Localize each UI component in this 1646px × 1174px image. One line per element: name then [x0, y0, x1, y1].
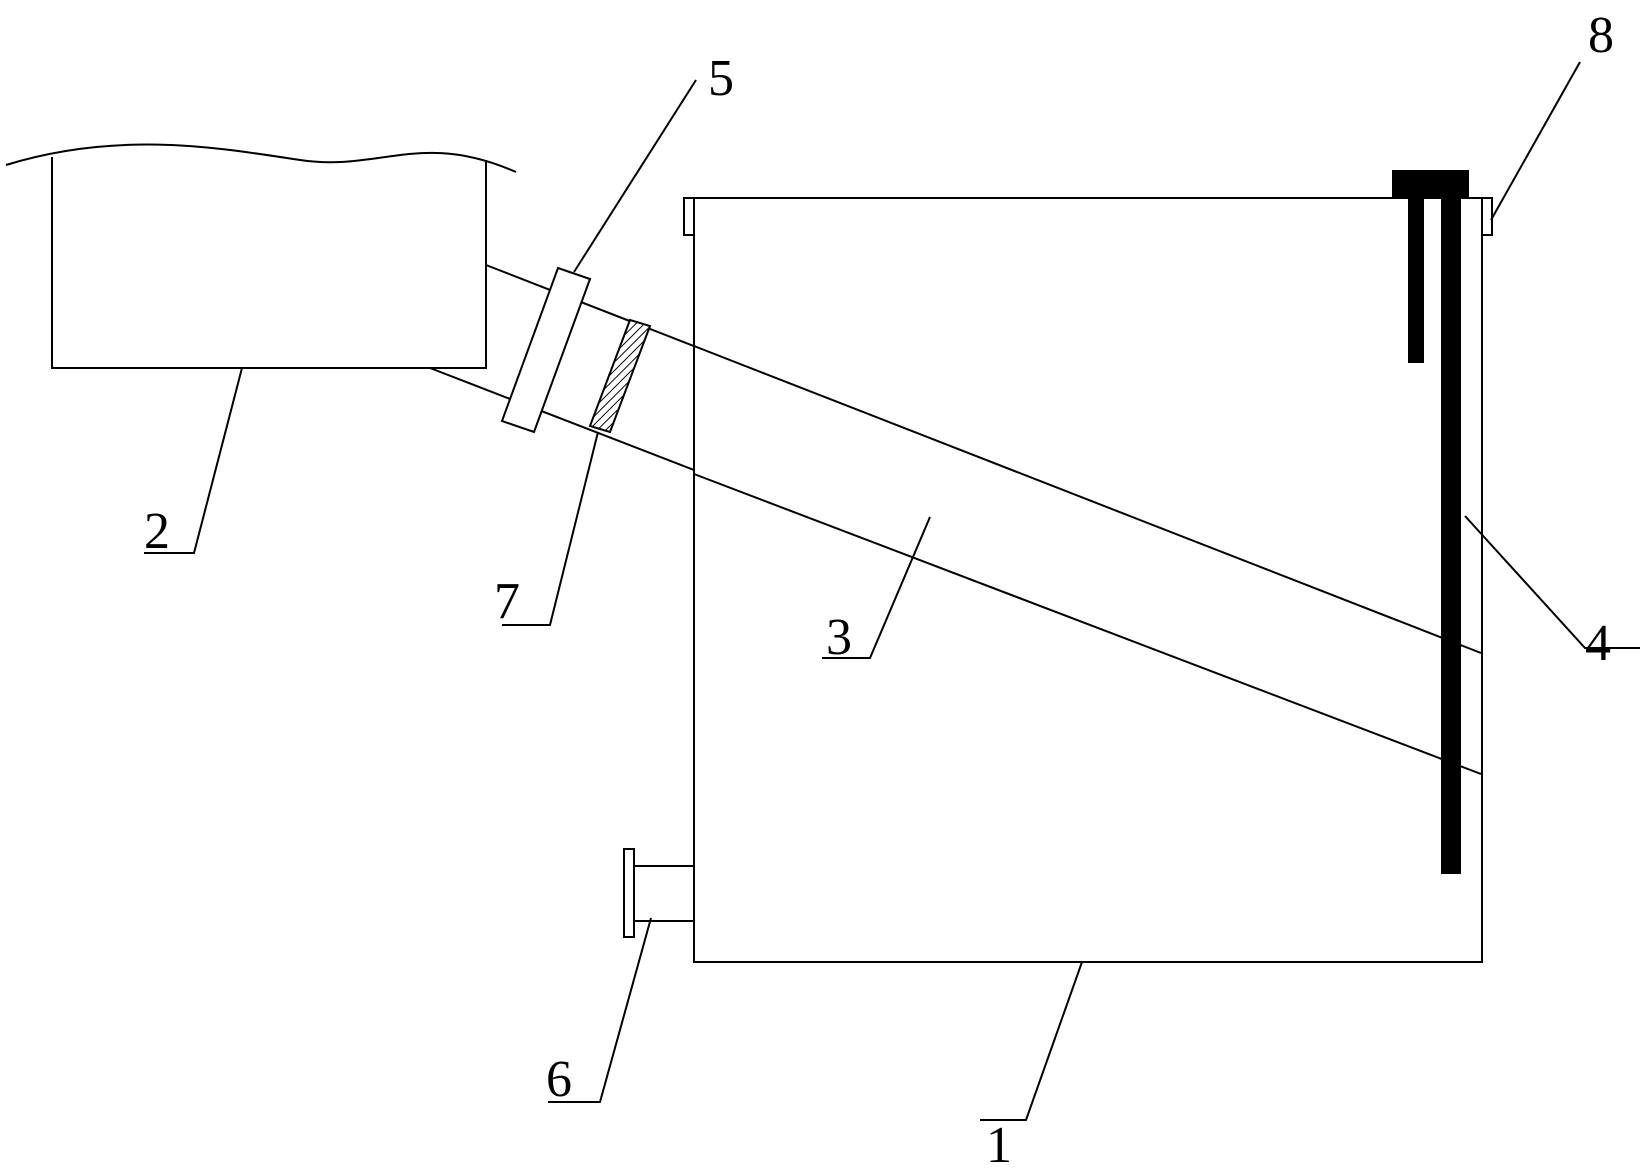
label-7: 7	[494, 573, 520, 630]
label-5: 5	[708, 50, 734, 107]
inclined-pipe-inside	[693, 345, 1482, 775]
label-8: 8	[1588, 7, 1614, 64]
label-3: 3	[826, 609, 852, 666]
main-tank	[683, 197, 1493, 963]
upper-vessel	[5, 143, 517, 369]
label-1: 1	[986, 1117, 1012, 1174]
probe-cap	[1392, 170, 1469, 197]
short-probe	[1408, 197, 1424, 363]
long-probe	[1441, 197, 1461, 874]
label-2: 2	[144, 503, 170, 560]
label-6: 6	[546, 1051, 572, 1108]
leader-lines	[144, 61, 1640, 1121]
outlet-nozzle	[623, 848, 694, 938]
label-4: 4	[1585, 615, 1611, 672]
flange	[500, 266, 592, 434]
probe-assembly	[1392, 170, 1469, 874]
filter-hatched	[588, 318, 652, 434]
